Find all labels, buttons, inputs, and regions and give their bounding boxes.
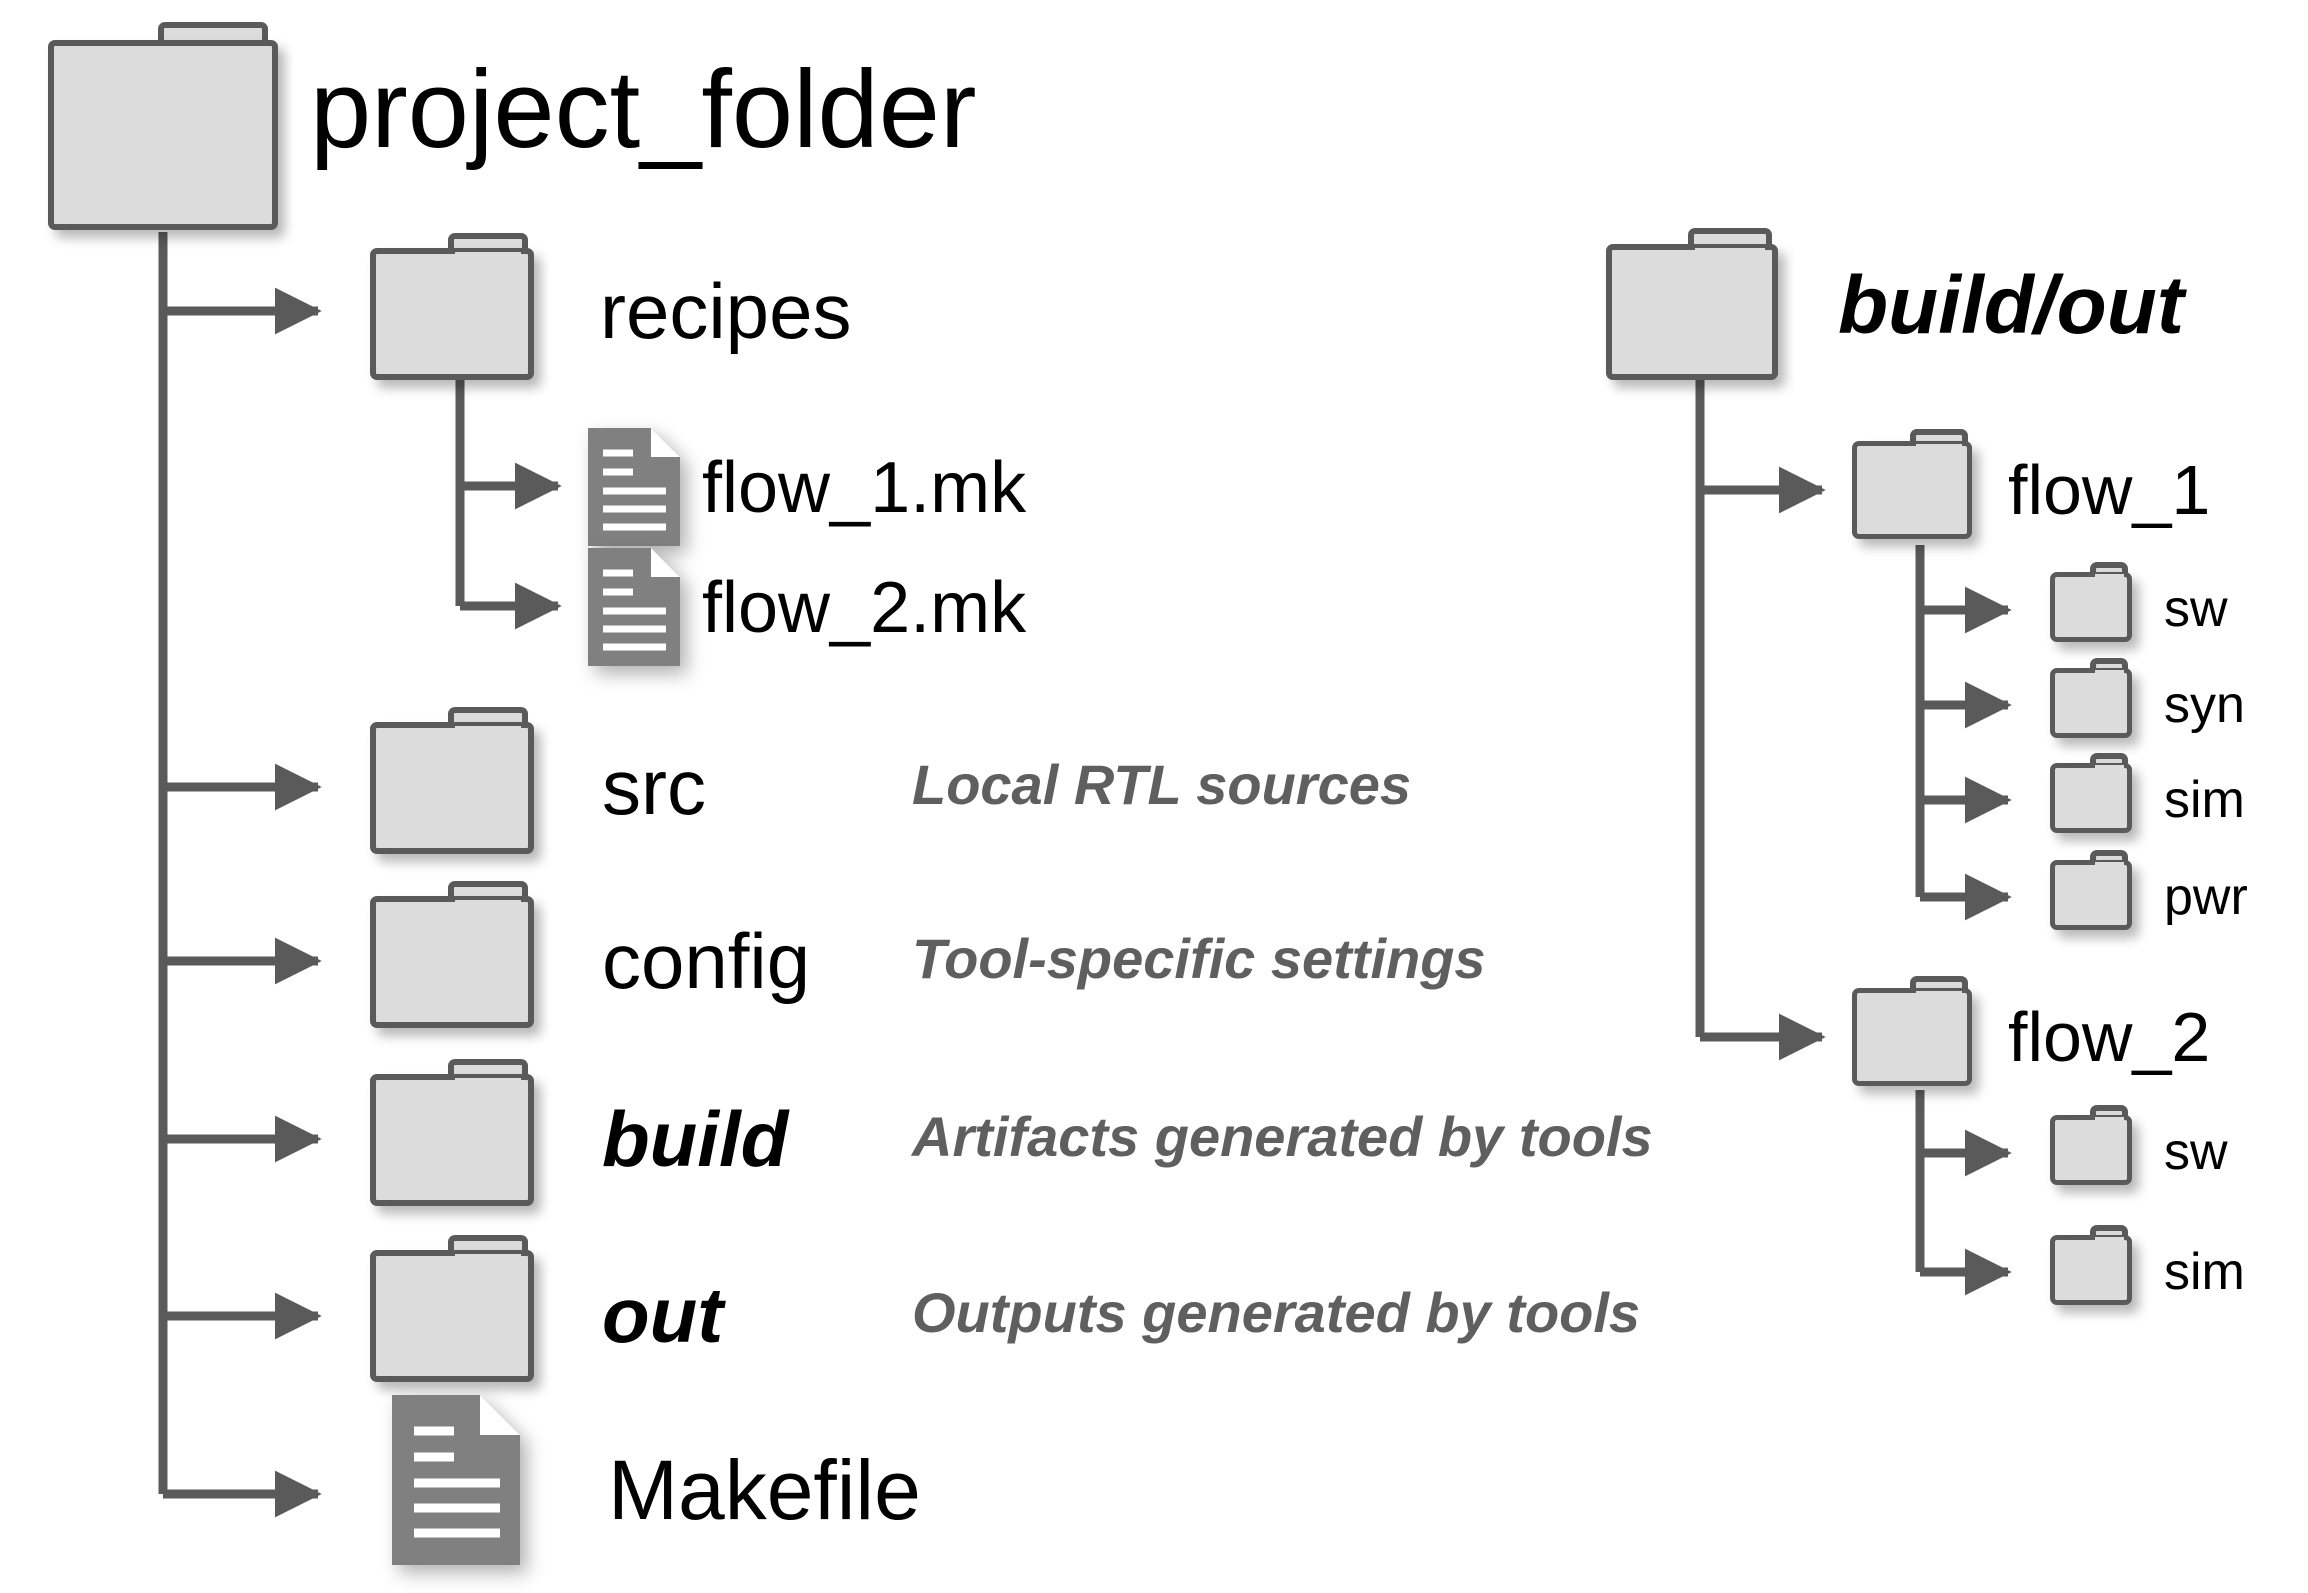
section-title-buildout: build/out <box>1838 260 2185 351</box>
node-label-flow-1-mk: flow_1.mk <box>702 448 1027 528</box>
folder-icon-build[interactable] <box>370 1059 534 1206</box>
node-label-flow-1: flow_1 <box>2008 451 2211 529</box>
node-label-recipes: recipes <box>600 267 852 355</box>
folder-icon-flow2-sim[interactable] <box>2050 1225 2132 1305</box>
node-description-src: Local RTL sources <box>912 753 1411 816</box>
node-label-flow1-sim: sim <box>2164 771 2245 829</box>
node-label-flow1-pwr: pwr <box>2164 868 2248 926</box>
node-description-build: Artifacts generated by tools <box>912 1105 1653 1168</box>
folder-icon-buildout-root[interactable] <box>1606 228 1778 380</box>
file-icon-makefile[interactable] <box>392 1395 520 1565</box>
folder-icon-config[interactable] <box>370 881 534 1028</box>
node-label-makefile: Makefile <box>608 1443 921 1537</box>
folder-icon-flow2[interactable] <box>1852 976 1972 1086</box>
node-description-out: Outputs generated by tools <box>912 1281 1641 1344</box>
node-label-flow2-sim: sim <box>2164 1243 2245 1301</box>
node-label-flow-2-mk: flow_2.mk <box>702 568 1027 648</box>
node-label-config: config <box>602 917 811 1005</box>
folder-icon-src[interactable] <box>370 707 534 854</box>
folder-icon-flow2-sw[interactable] <box>2050 1105 2132 1185</box>
node-label-flow1-sw: sw <box>2164 580 2228 638</box>
folder-icon-flow1-pwr[interactable] <box>2050 850 2132 930</box>
node-label-flow-2: flow_2 <box>2008 998 2211 1076</box>
folder-icon-flow1[interactable] <box>1852 429 1972 539</box>
page-title: project_folder <box>310 48 977 171</box>
file-icon-flow2[interactable] <box>588 548 680 666</box>
node-description-config: Tool-specific settings <box>912 927 1486 990</box>
node-label-out: out <box>602 1271 724 1359</box>
folder-icon-recipes[interactable] <box>370 233 534 380</box>
folder-icon-flow1-syn[interactable] <box>2050 658 2132 738</box>
folder-icon[interactable] <box>48 22 278 230</box>
folder-icon-out[interactable] <box>370 1235 534 1382</box>
node-label-flow1-syn: syn <box>2164 676 2245 734</box>
node-label-flow2-sw: sw <box>2164 1123 2228 1181</box>
file-icon-flow1[interactable] <box>588 428 680 546</box>
folder-icon-flow1-sw[interactable] <box>2050 562 2132 642</box>
folder-icon-flow1-sim[interactable] <box>2050 753 2132 833</box>
node-label-build: build <box>602 1095 789 1183</box>
node-label-src: src <box>602 743 706 831</box>
